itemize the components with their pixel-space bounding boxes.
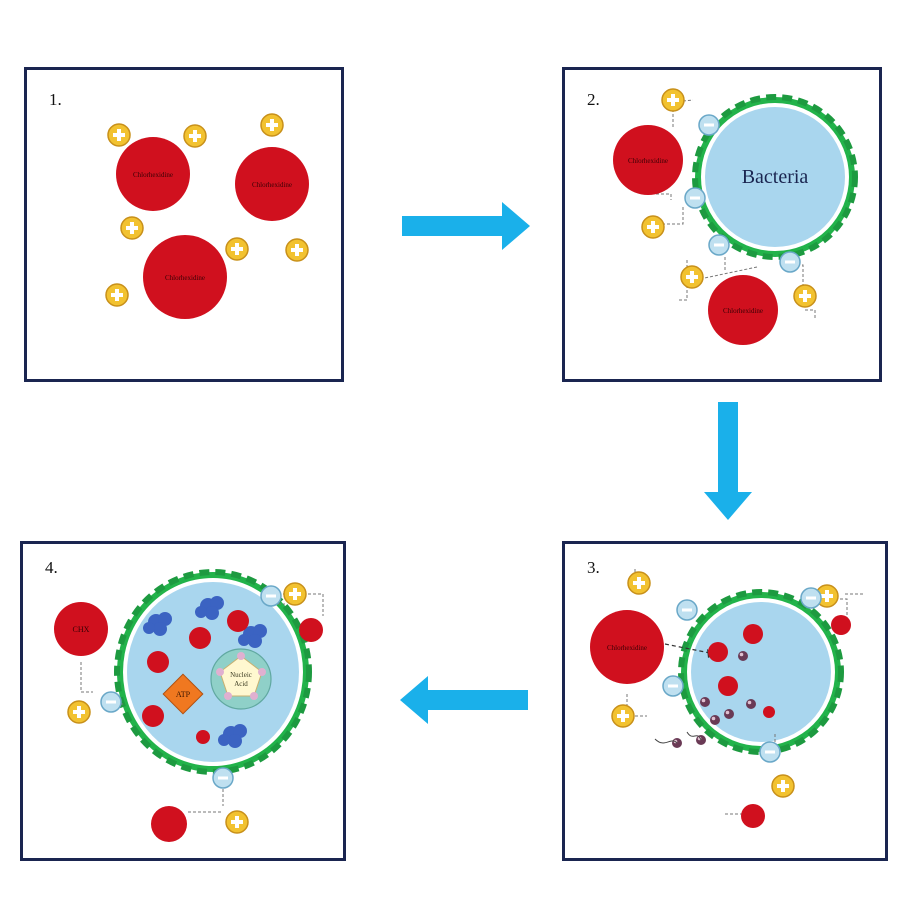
- atp-icon: ATP: [162, 673, 204, 715]
- panel-number: 1.: [49, 90, 62, 109]
- chlorhexidine-label: Chlorhexidine: [723, 307, 763, 315]
- plus-charge-icon: [661, 88, 685, 112]
- chlorhexidine-molecule: Chlorhexidine: [613, 125, 683, 195]
- arrow-left-icon: [400, 676, 528, 724]
- chlorhexidine-molecule: Chlorhexidine: [235, 147, 309, 221]
- chlorhexidine-label: Chlorhexidine: [165, 274, 205, 282]
- chlorhexidine-label: Chlorhexidine: [628, 157, 668, 165]
- cell-content-particle: [746, 699, 756, 709]
- panel-number: 2.: [587, 90, 600, 109]
- plus-charge-icon: [793, 284, 817, 308]
- plus-charge-icon: [225, 237, 249, 261]
- chlorhexidine-molecule: Chlorhexidine: [590, 610, 664, 684]
- chlorhexidine-label: Chlorhexidine: [133, 171, 173, 179]
- atp-label: ATP: [176, 690, 191, 699]
- chlorhexidine-molecule: Chlorhexidine: [143, 235, 227, 319]
- plus-charge-icon: [680, 265, 704, 289]
- minus-charge-icon: [800, 587, 822, 609]
- arrow-down-icon: [704, 402, 752, 520]
- panel-1-drawing: Chlorhexidine Chlorhexidine Chlorhexidin…: [105, 113, 309, 319]
- plus-charge-icon: [183, 124, 207, 148]
- panel-4-cell-content-leakage: CHX ATP Nucleic Acid 4.: [20, 541, 346, 861]
- cell-content-particle: [700, 697, 710, 707]
- plus-charge-icon: [283, 582, 307, 606]
- panel-number: 3.: [587, 558, 600, 577]
- minus-charge-icon: [212, 767, 234, 789]
- chx-label: CHX: [73, 625, 90, 634]
- minus-charge-icon: [100, 691, 122, 713]
- minus-charge-icon: [698, 114, 720, 136]
- cell-content-particle: [724, 709, 734, 719]
- nucleic-label-line1: Nucleic: [230, 671, 252, 679]
- chx-molecule: CHX: [54, 602, 108, 656]
- bacteria-cell: Bacteria: [692, 94, 858, 260]
- cell-content-particle: [710, 715, 720, 725]
- panel-number: 4.: [45, 558, 58, 577]
- minus-charge-icon: [759, 741, 781, 763]
- plus-charge-icon: [611, 704, 635, 728]
- bacteria-label: Bacteria: [742, 166, 809, 188]
- plus-charge-icon: [225, 810, 249, 834]
- minus-charge-icon: [684, 187, 706, 209]
- panel-3-membrane-penetration: Chlorhexidine 3.: [562, 541, 888, 861]
- panel-1-free-chlorhexidine: Chlorhexidine Chlorhexidine Chlorhexidin…: [24, 67, 344, 382]
- plus-charge-icon: [771, 774, 795, 798]
- panel-3-drawing: Chlorhexidine: [590, 569, 865, 828]
- plus-charge-icon: [627, 571, 651, 595]
- chlorhexidine-molecule: Chlorhexidine: [116, 137, 190, 211]
- plus-charge-icon: [260, 113, 284, 137]
- minus-charge-icon: [708, 234, 730, 256]
- plus-charge-icon: [641, 215, 665, 239]
- plus-charge-icon: [120, 216, 144, 240]
- minus-charge-icon: [676, 599, 698, 621]
- panel-4-drawing: CHX ATP Nucleic Acid: [54, 569, 324, 842]
- plus-charge-icon: [285, 238, 309, 262]
- nucleic-label-line2: Acid: [234, 680, 248, 688]
- cell-content-particle: [738, 651, 748, 661]
- panel-2-drawing: Bacteria Chlorhexidine Chlorhexidine: [613, 88, 858, 345]
- minus-charge-icon: [260, 585, 282, 607]
- chlorhexidine-molecule: Chlorhexidine: [708, 275, 778, 345]
- arrow-right-icon: [402, 202, 530, 250]
- plus-charge-icon: [105, 283, 129, 307]
- bacteria-cell: [678, 589, 844, 755]
- minus-charge-icon: [662, 675, 684, 697]
- panel-2-binding-to-bacteria: Bacteria Chlorhexidine Chlorhexidine 2.: [562, 67, 882, 382]
- minus-charge-icon: [779, 251, 801, 273]
- chlorhexidine-label: Chlorhexidine: [607, 644, 647, 652]
- nucleic-acid-icon: Nucleic Acid: [210, 648, 272, 710]
- plus-charge-icon: [67, 700, 91, 724]
- plus-charge-icon: [107, 123, 131, 147]
- chlorhexidine-label: Chlorhexidine: [252, 181, 292, 189]
